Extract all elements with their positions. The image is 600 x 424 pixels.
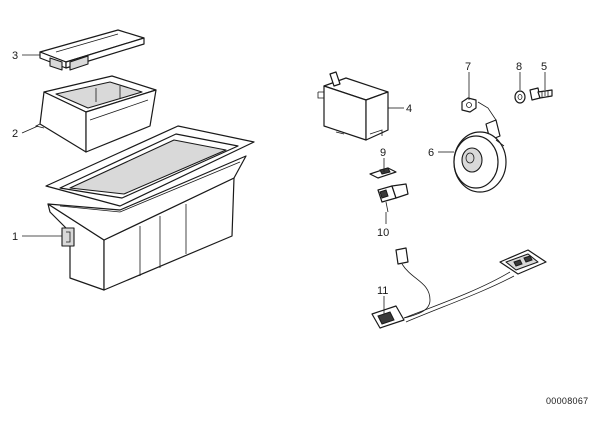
part-lid [39,29,145,71]
callout-10: 10 [377,227,389,239]
callout-4: 4 [406,103,412,115]
part-connector-flat [369,167,397,179]
part-connector-plug [377,183,409,213]
part-battery-box [45,125,255,291]
part-relay [317,71,389,141]
part-tray [34,75,157,153]
callout-8: 8 [516,61,522,73]
callout-1: 1 [12,231,18,243]
part-bolt [529,87,553,101]
part-washer [514,90,526,104]
drawing-number: 00008067 [546,396,588,406]
callout-5: 5 [541,61,547,73]
part-horn [453,101,507,193]
callout-6: 6 [428,147,434,159]
part-cable-harness [371,247,547,329]
callout-7: 7 [465,61,471,73]
callouts: 3 2 1 4 7 8 5 6 9 10 11 [12,50,547,297]
callout-9: 9 [380,147,386,159]
callout-3: 3 [12,50,18,62]
callout-11: 11 [377,285,388,297]
part-nut [461,97,477,113]
leader-lines [21,54,546,314]
callout-2: 2 [12,128,18,140]
